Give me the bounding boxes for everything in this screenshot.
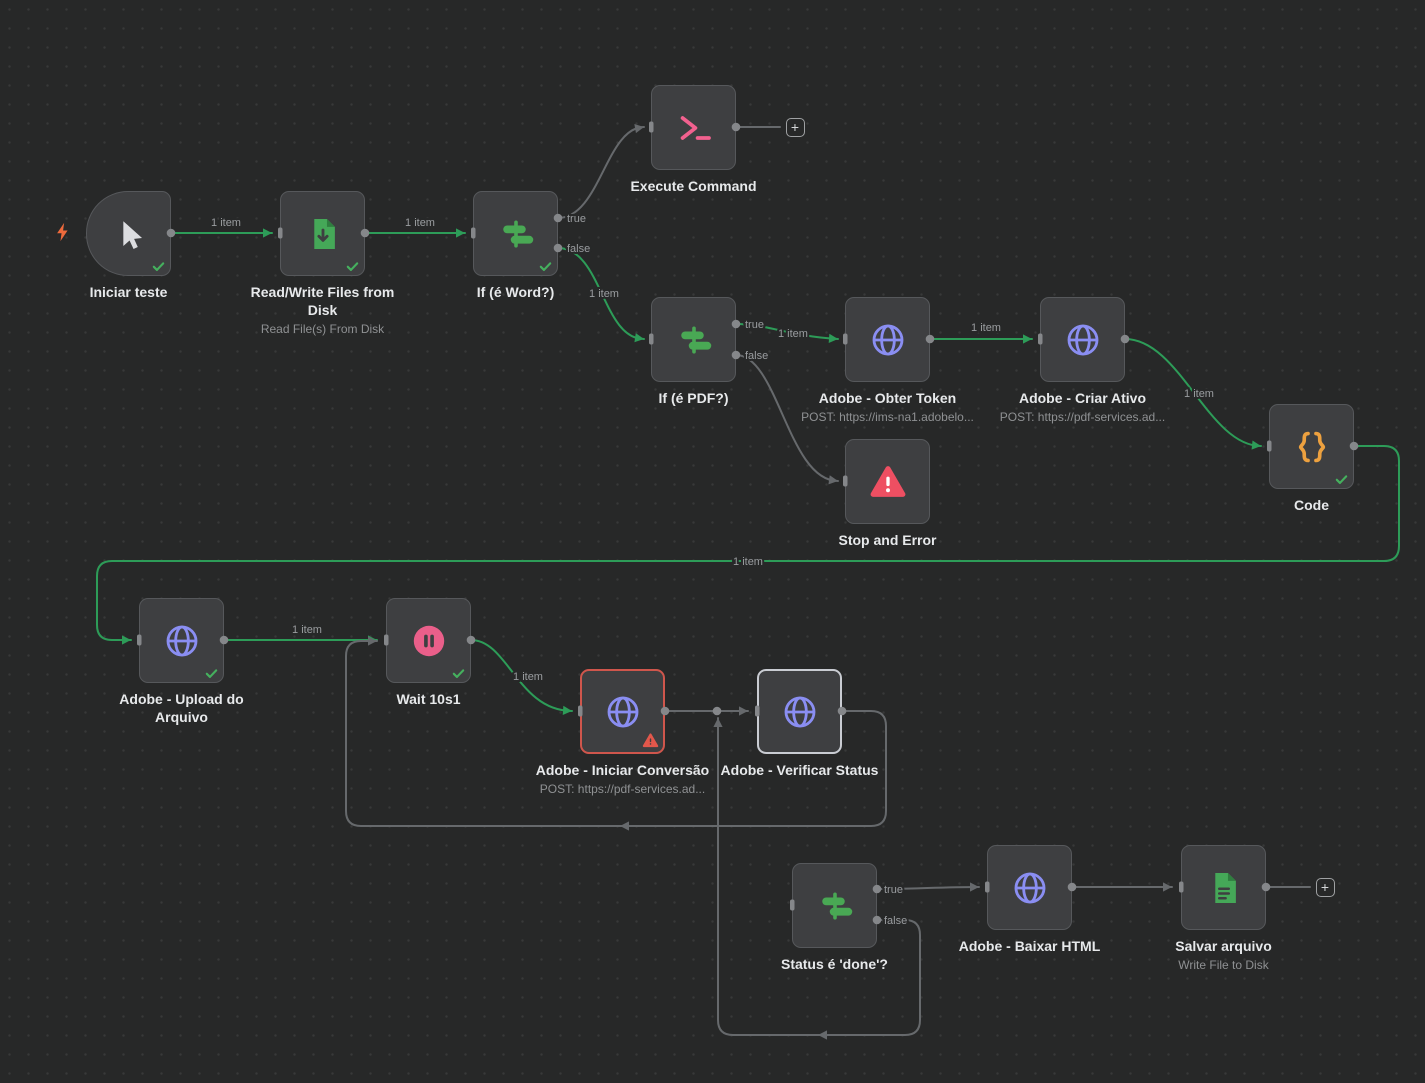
connection-ifpdf-false-to-stop[interactable] — [735, 354, 839, 482]
connection-criar-to-code[interactable] — [1124, 338, 1262, 447]
node-label: If (é Word?) — [476, 284, 555, 300]
add-node-button[interactable]: + — [785, 117, 805, 137]
file-save-icon — [1205, 869, 1243, 907]
node-execute-command[interactable] — [651, 85, 736, 170]
node-subtitle: POST: https://pdf-services.ad... — [999, 410, 1166, 425]
node-label: Iniciar teste — [89, 284, 168, 300]
code-icon — [1293, 428, 1331, 466]
lightning-icon — [52, 221, 74, 243]
connection-ifword-true-to-execute[interactable] — [557, 126, 645, 219]
node-if-word[interactable] — [473, 191, 558, 276]
node-read-write-files[interactable] — [280, 191, 365, 276]
success-check-icon — [1334, 472, 1349, 487]
node-label: Status é 'done'? — [780, 956, 888, 972]
node-label: Wait 10s1 — [396, 691, 461, 707]
node-wait-10s1[interactable] — [386, 598, 471, 683]
node-label: Execute Command — [630, 178, 757, 194]
node-label-block: Iniciar teste — [19, 283, 239, 301]
node-status-done[interactable] — [792, 863, 877, 948]
warning-badge-icon — [642, 732, 659, 749]
connection-label: 1 item — [971, 322, 1001, 334]
node-adobe-criar-ativo[interactable] — [1040, 297, 1125, 382]
connection-label: false — [567, 243, 590, 255]
node-label-block: Stop and Error — [778, 531, 998, 549]
globe-icon — [603, 692, 643, 732]
node-label: Adobe - Baixar HTML — [958, 938, 1101, 954]
success-check-icon — [345, 259, 360, 274]
node-label-block: Adobe - Upload do Arquivo — [112, 690, 252, 726]
if-icon — [817, 888, 853, 924]
pause-icon — [410, 622, 448, 660]
node-label: If (é PDF?) — [658, 390, 729, 406]
node-subtitle: Read File(s) From Disk — [260, 322, 385, 337]
connection-ifpdf-true-to-token[interactable] — [735, 323, 839, 340]
mouse-cursor-icon — [112, 217, 146, 251]
node-label: Stop and Error — [838, 532, 937, 548]
success-check-icon — [204, 666, 219, 681]
node-salvar-arquivo[interactable] — [1181, 845, 1266, 930]
globe-icon — [162, 621, 202, 661]
connection-code-loop-to-upload[interactable] — [96, 445, 1400, 641]
globe-icon — [1010, 868, 1050, 908]
node-label-block: Execute Command — [584, 177, 804, 195]
node-label: Code — [1294, 497, 1329, 513]
node-subtitle: POST: https://ims-na1.adobelo... — [801, 410, 974, 425]
node-label: Salvar arquivo — [1175, 938, 1272, 954]
node-code[interactable] — [1269, 404, 1354, 489]
connection-verificar-loop-to-wait[interactable] — [345, 640, 887, 827]
node-label-block: Code — [1202, 496, 1422, 514]
connection-label: 1 item — [211, 217, 241, 229]
globe-icon — [1063, 320, 1103, 360]
node-adobe-iniciar-conversao[interactable] — [580, 669, 665, 754]
connection-status-true-to-baixar[interactable] — [876, 886, 980, 890]
success-check-icon — [451, 666, 466, 681]
if-icon — [498, 216, 534, 252]
globe-icon — [868, 320, 908, 360]
node-label: Adobe - Upload do Arquivo — [119, 691, 244, 726]
success-check-icon — [151, 259, 166, 274]
node-label-block: Adobe - Verificar Status — [690, 761, 910, 779]
connection-wait-to-conversao[interactable] — [470, 639, 573, 712]
node-adobe-upload-arquivo[interactable] — [139, 598, 224, 683]
connection-label: 1 item — [292, 624, 322, 636]
node-label: Read/Write Files from Disk — [250, 284, 395, 319]
node-label-block: If (é PDF?) — [584, 389, 804, 407]
node-label-block: Wait 10s1 — [319, 690, 539, 708]
node-label-block: Adobe - Baixar HTML — [920, 937, 1140, 955]
stop-error-icon — [869, 463, 907, 501]
add-node-button[interactable]: + — [1315, 877, 1335, 897]
node-iniciar-teste[interactable] — [86, 191, 171, 276]
node-if-pdf[interactable] — [651, 297, 736, 382]
node-subtitle: Write File to Disk — [1178, 958, 1269, 973]
globe-icon — [780, 692, 820, 732]
success-check-icon — [538, 259, 553, 274]
node-subtitle: POST: https://pdf-services.ad... — [539, 782, 706, 797]
file-read-icon — [304, 215, 342, 253]
connection-status-false-loop-to-verificar[interactable] — [717, 717, 921, 1036]
node-adobe-verificar-status[interactable] — [757, 669, 842, 754]
node-label: Adobe - Verificar Status — [720, 762, 879, 778]
if-icon — [676, 322, 712, 358]
connection-label: true — [884, 884, 903, 896]
node-label-block: If (é Word?) — [406, 283, 626, 301]
node-adobe-baixar-html[interactable] — [987, 845, 1072, 930]
node-stop-and-error[interactable] — [845, 439, 930, 524]
node-adobe-obter-token[interactable] — [845, 297, 930, 382]
node-label: Adobe - Iniciar Conversão — [535, 762, 710, 778]
node-label: Adobe - Criar Ativo — [1018, 390, 1147, 406]
node-label: Adobe - Obter Token — [818, 390, 957, 406]
connection-label: 1 item — [405, 217, 435, 229]
connection-ifword-false-to-ifpdf[interactable] — [557, 247, 645, 340]
terminal-icon — [674, 108, 714, 148]
node-label-block: Status é 'done'? — [725, 955, 945, 973]
